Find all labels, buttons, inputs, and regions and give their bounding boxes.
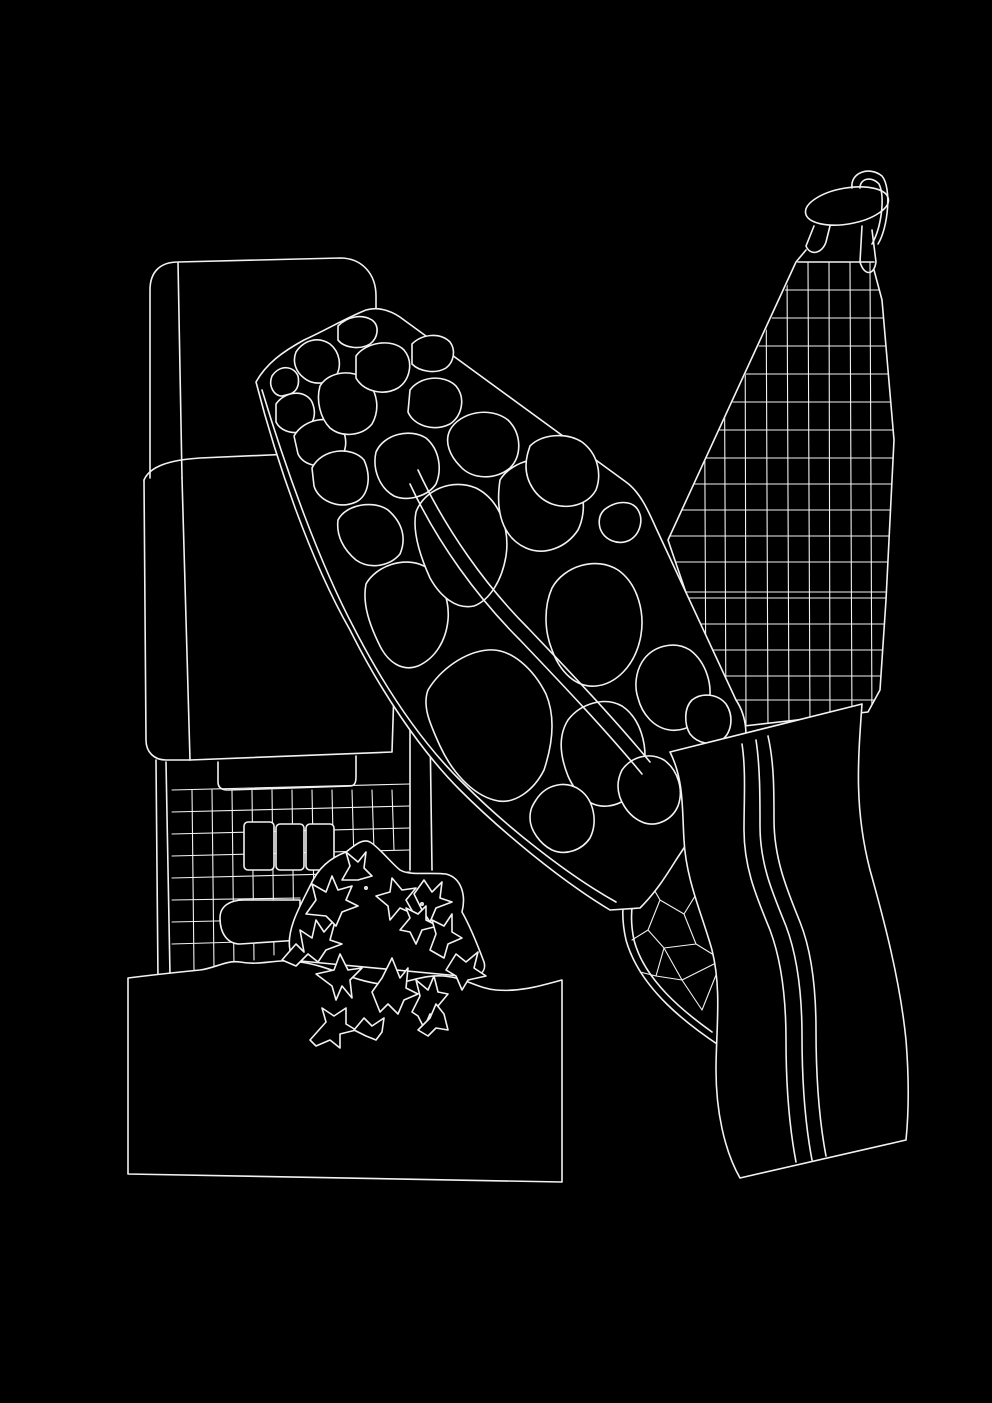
- striped-towel: [669, 703, 910, 1179]
- fridge-drawer: [243, 821, 275, 871]
- fridge-crisper: [219, 899, 301, 945]
- woven-basket-bag: [667, 170, 895, 727]
- ivy-leaves: [281, 840, 487, 1049]
- ivy-berry: [419, 901, 424, 906]
- ivy-berry: [363, 885, 368, 890]
- tiled-slab: [255, 307, 747, 911]
- basket-weave-grid: [669, 262, 894, 726]
- fridge-drawer: [275, 823, 305, 871]
- stone-block: [127, 960, 563, 1183]
